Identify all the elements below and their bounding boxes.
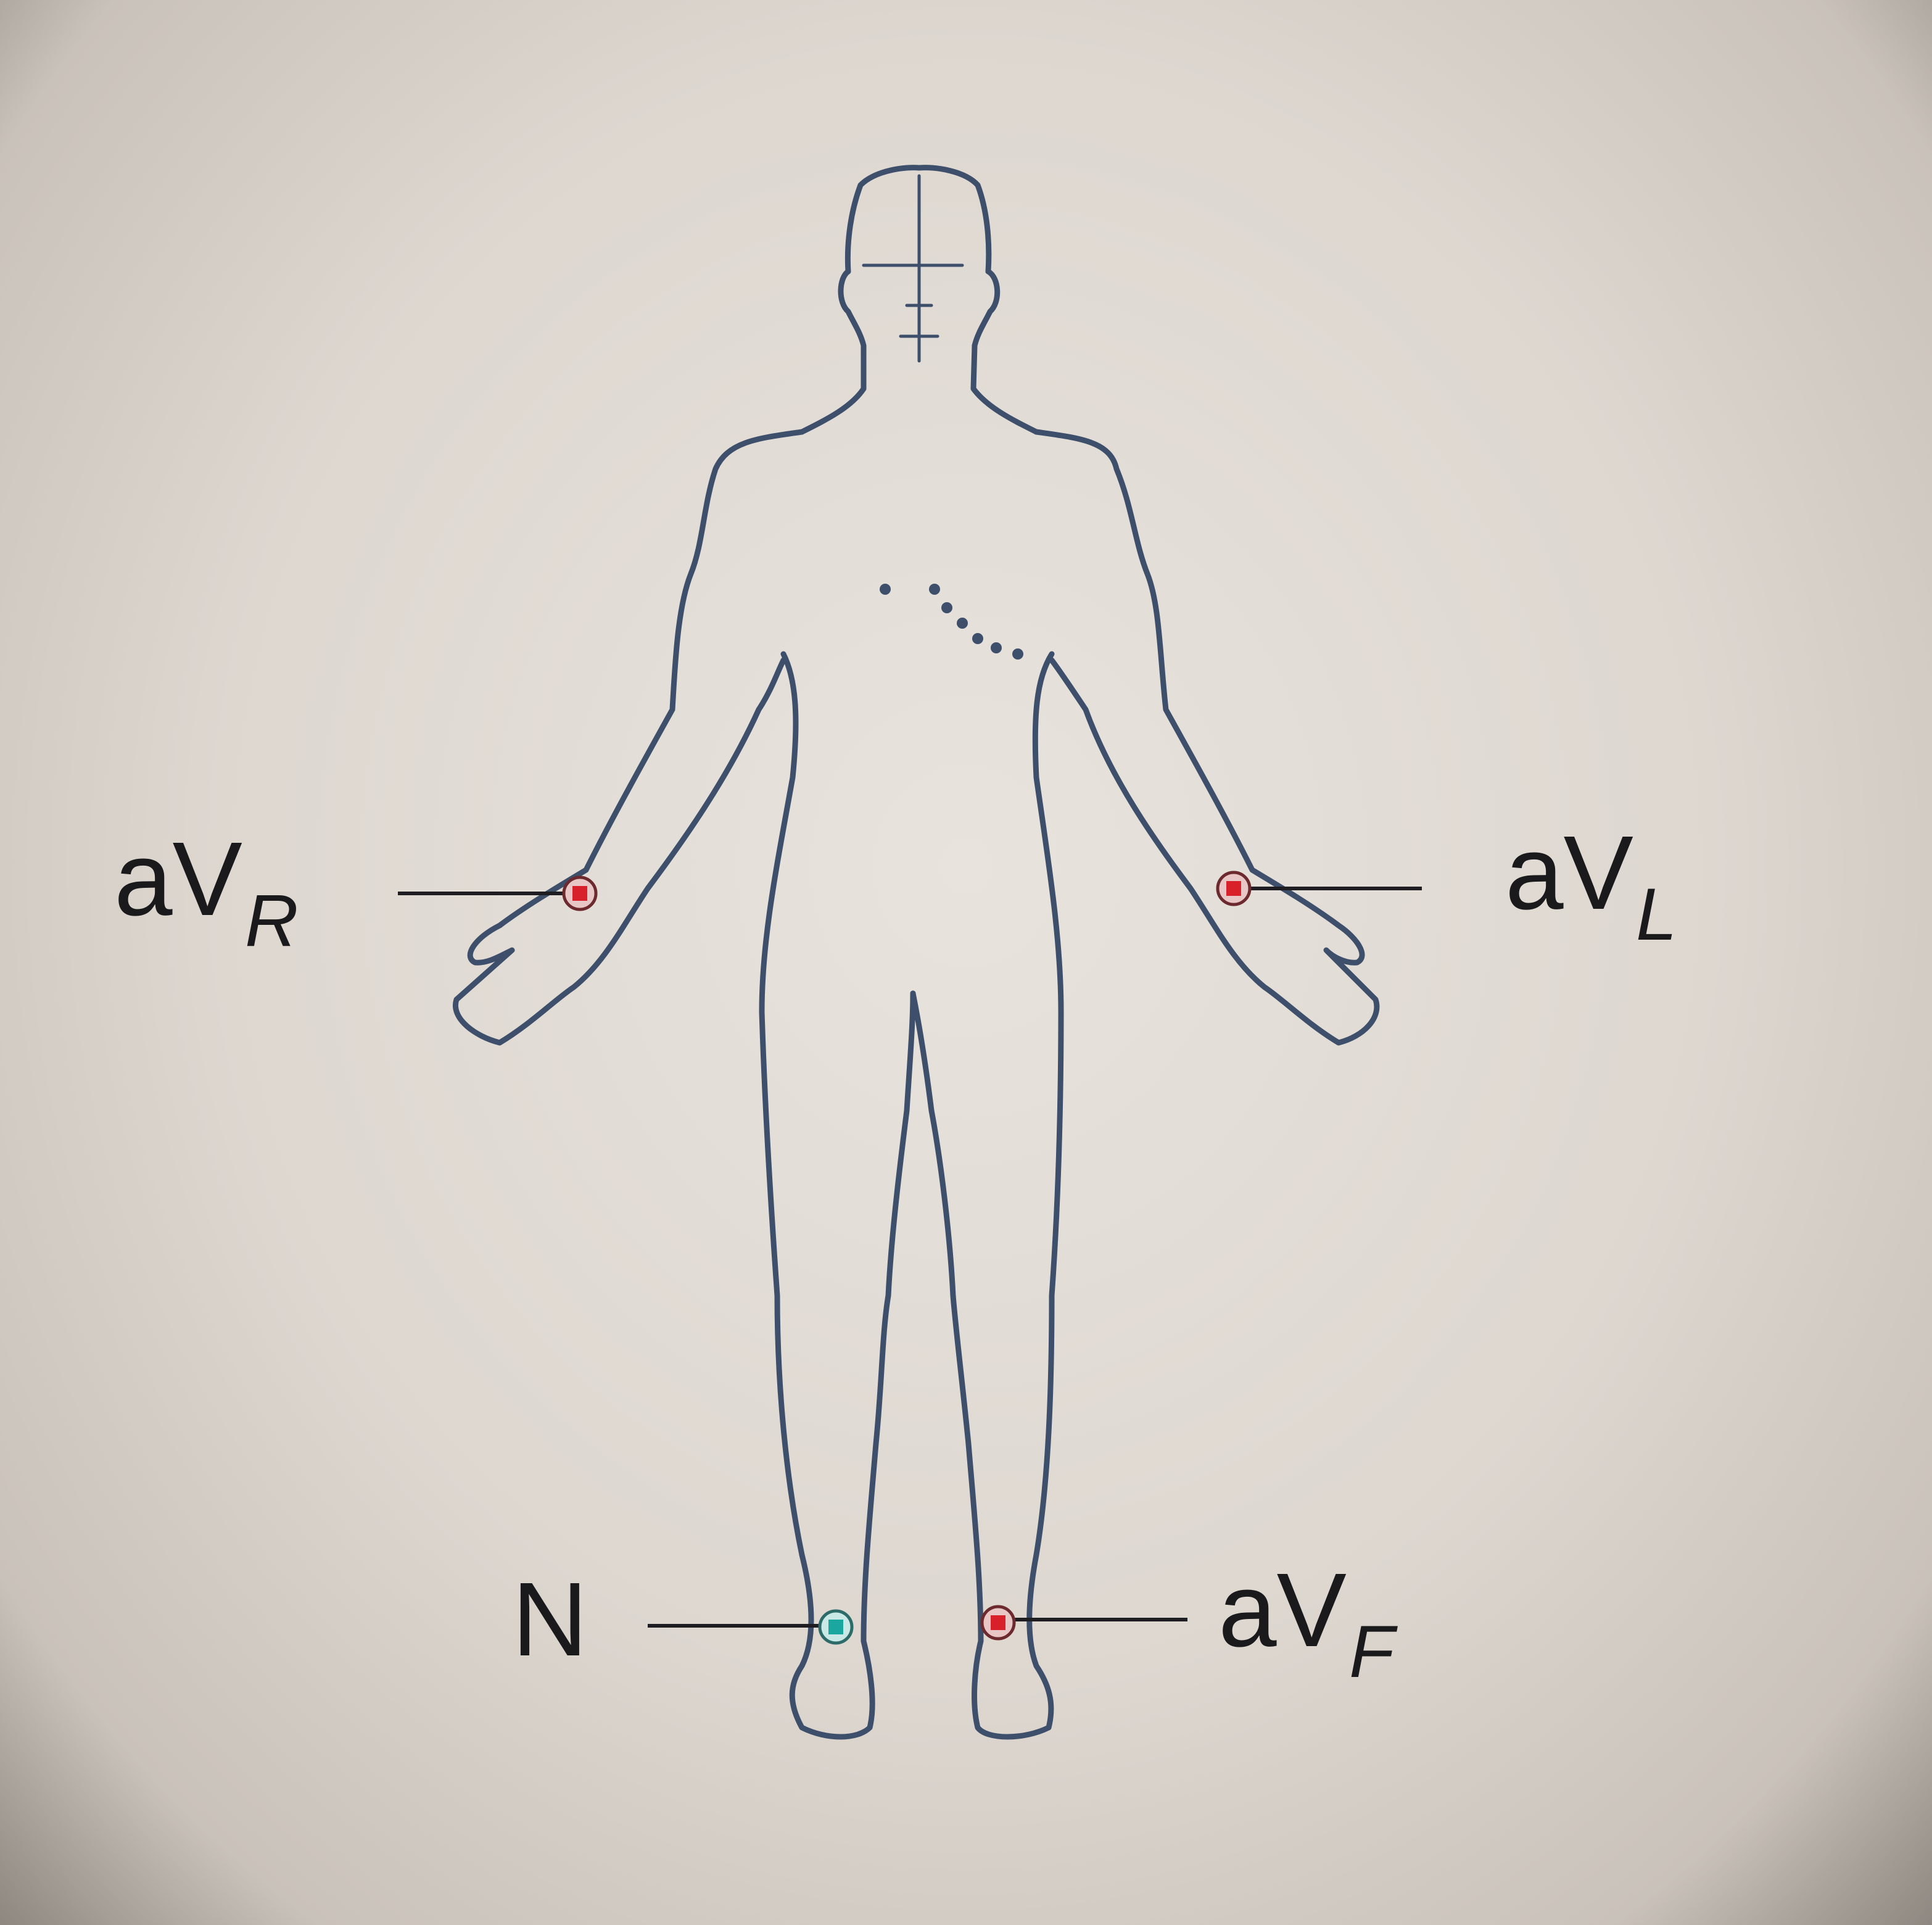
chest-electrode-dots	[880, 584, 1023, 660]
avr-label: aVR	[114, 827, 299, 958]
chest-dot	[957, 618, 968, 629]
avl-electrode	[1216, 871, 1252, 906]
avf-label-subscript: F	[1348, 1610, 1395, 1693]
chest-dot	[880, 584, 891, 595]
chest-dot	[941, 602, 952, 613]
n-label-prefix: N	[512, 1561, 588, 1678]
chest-dot	[991, 642, 1002, 653]
right-arm-outline	[453, 429, 805, 1046]
n-label: N	[512, 1567, 588, 1672]
avr-label-prefix: aV	[114, 821, 242, 938]
avl-label: aVL	[1505, 821, 1677, 951]
chest-dot	[972, 633, 983, 644]
avl-label-subscript: L	[1635, 873, 1677, 956]
human-body-outline	[453, 165, 1380, 1740]
head-outline	[799, 165, 1039, 435]
avl-label-prefix: aV	[1505, 814, 1633, 932]
lead-wires	[398, 887, 1422, 1628]
left-arm-outline	[1033, 429, 1380, 1046]
chest-dot	[929, 584, 940, 595]
right-inner-arm	[759, 651, 916, 1740]
chest-dot	[1012, 648, 1023, 660]
left-inner-leg	[910, 651, 1064, 1740]
avr-label-subscript: R	[244, 879, 299, 962]
avf-label-prefix: aV	[1218, 1552, 1347, 1669]
avf-electrode	[980, 1605, 1016, 1641]
n-electrode	[818, 1609, 854, 1645]
avr-electrode	[562, 876, 598, 911]
avf-label: aVF	[1218, 1558, 1394, 1689]
